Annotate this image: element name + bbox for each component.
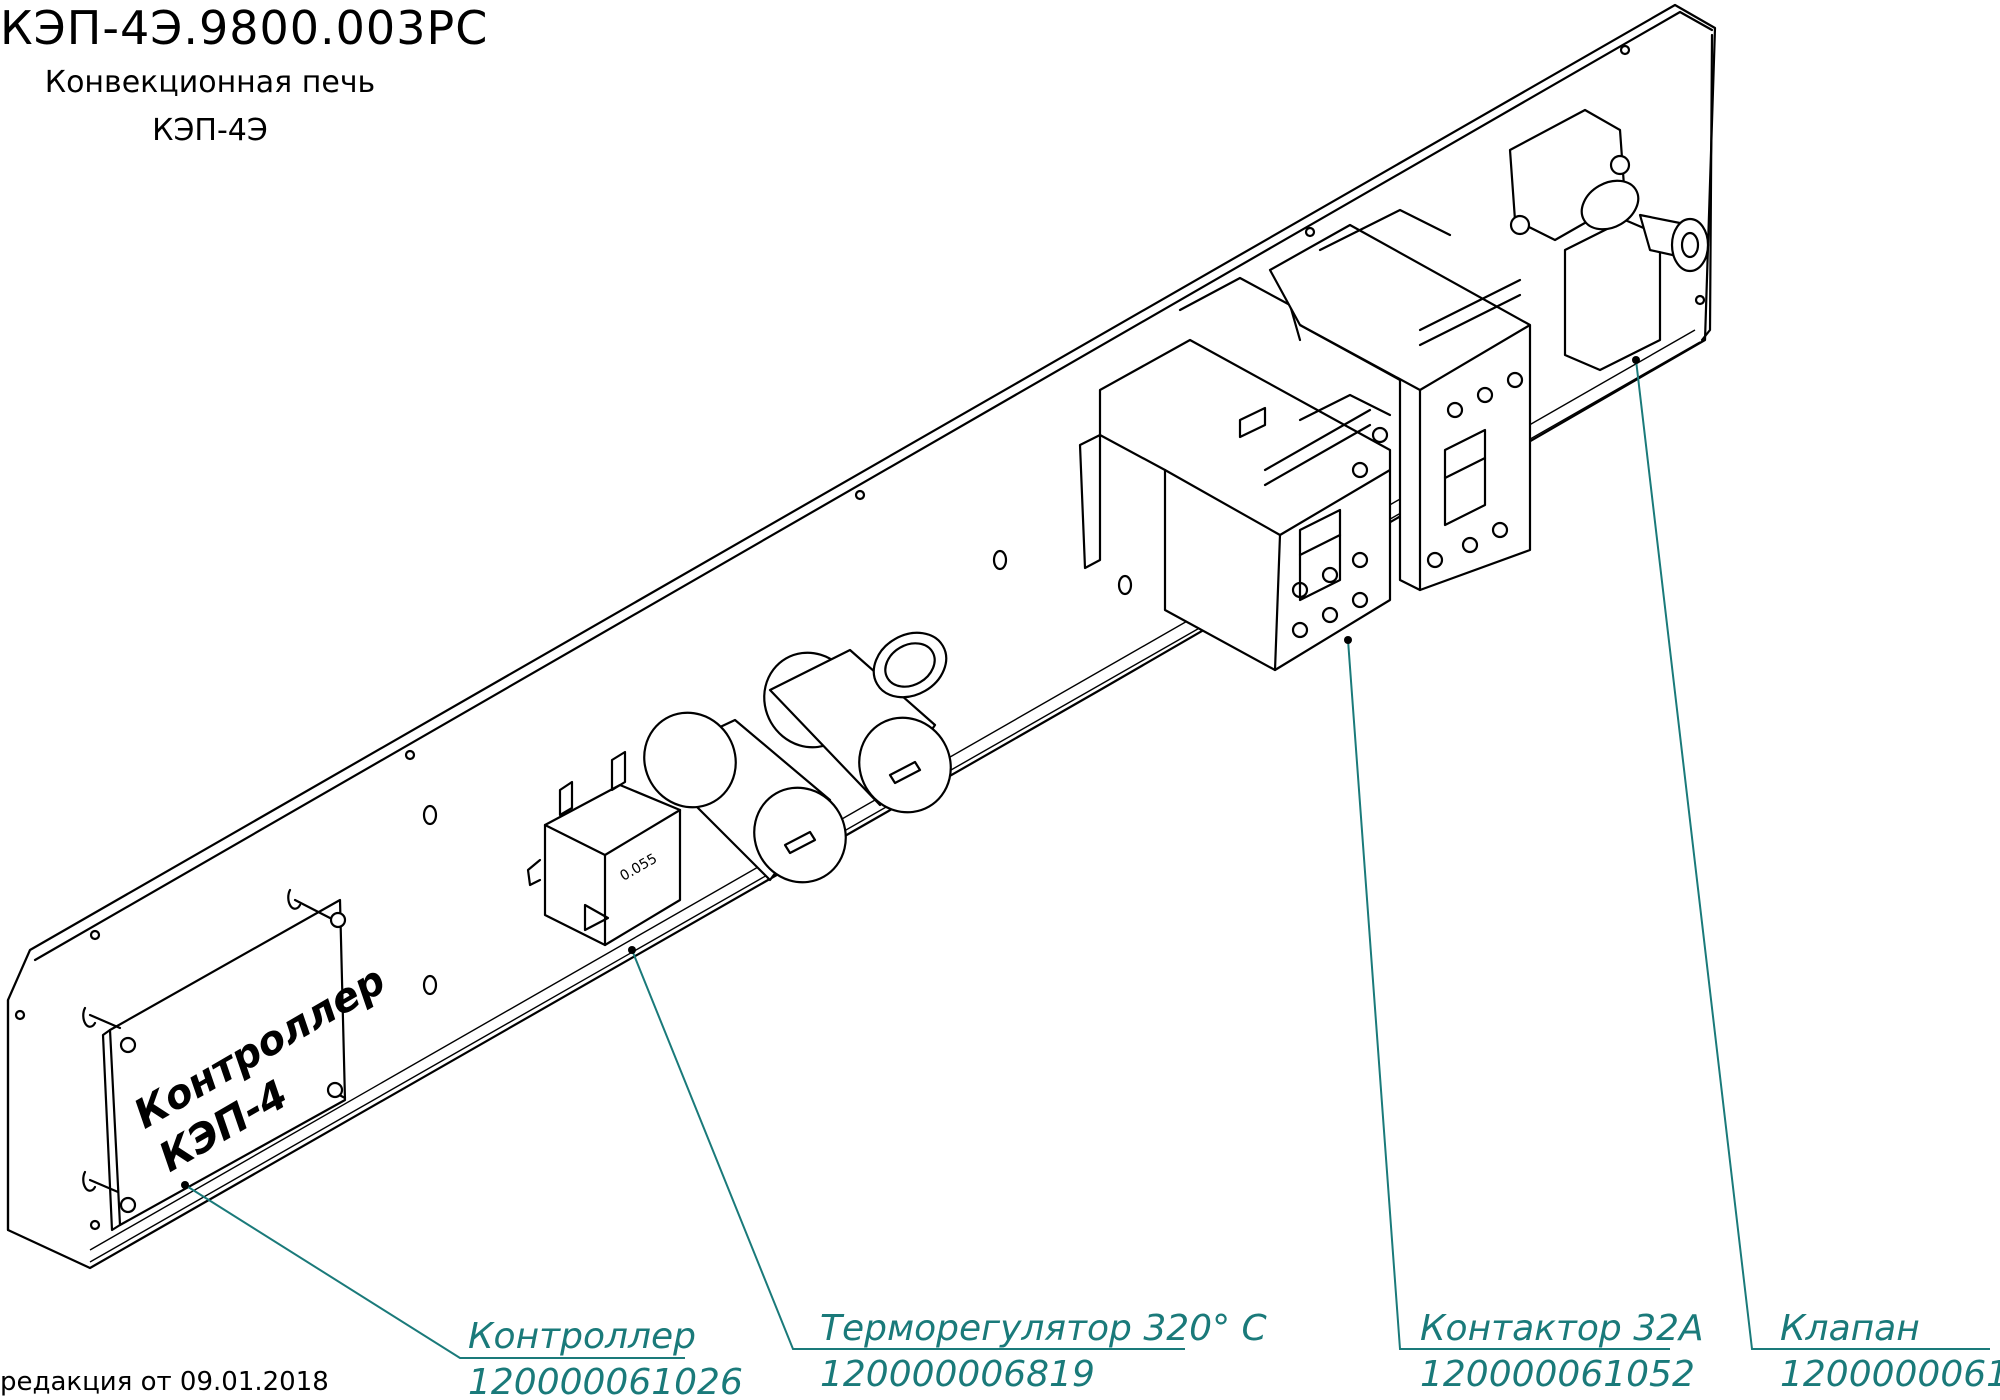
gland-nut (872, 631, 948, 699)
capacitor-1 (643, 711, 847, 884)
contactor-1 (1078, 276, 1392, 672)
leader-lines (181, 356, 1990, 1359)
callout-valve: Клапан 120000006121 (1780, 1308, 2000, 1395)
callout-valve-name: Клапан (1780, 1308, 1920, 1349)
drawing-title-line2: КЭП-4Э (152, 113, 268, 148)
thermostat: 0.055 (526, 750, 682, 947)
contactor-1-terminals (1291, 426, 1389, 639)
leader-controller (184, 1184, 685, 1359)
leader-contactor (1347, 639, 1670, 1350)
callout-controller-code: 120000061026 (468, 1362, 743, 1400)
callout-contactor-name: Контактор 32А (1420, 1308, 1704, 1349)
callout-contactor: Контактор 32А 120000061052 (1420, 1308, 1704, 1395)
valve (1508, 108, 1710, 372)
contactor-2-terminals (1426, 371, 1524, 569)
callout-contactor-code: 120000061052 (1420, 1354, 1695, 1395)
callout-valve-code: 120000006121 (1780, 1354, 2000, 1395)
contactor-2 (1268, 208, 1532, 592)
leader-valve (1635, 359, 1990, 1350)
callout-thermostat-name: Терморегулятор 320° С (820, 1308, 1268, 1349)
drawing-title-line1: Конвекционная печь (45, 65, 375, 100)
capacitor-2 (763, 648, 952, 814)
edition-date: редакция от 09.01.2018 (0, 1367, 329, 1397)
callout-controller: Контроллер 120000061026 (468, 1316, 743, 1400)
controller-plate: Контроллер КЭП-4 (82, 888, 393, 1232)
leader-thermostat (631, 949, 1185, 1350)
callout-thermostat: Терморегулятор 320° С 120000006819 (820, 1308, 1268, 1395)
callout-controller-name: Контроллер (468, 1316, 696, 1357)
callout-thermostat-code: 120000006819 (820, 1354, 1095, 1395)
drawing-code: КЭП-4Э.9800.003РС (0, 1, 488, 55)
